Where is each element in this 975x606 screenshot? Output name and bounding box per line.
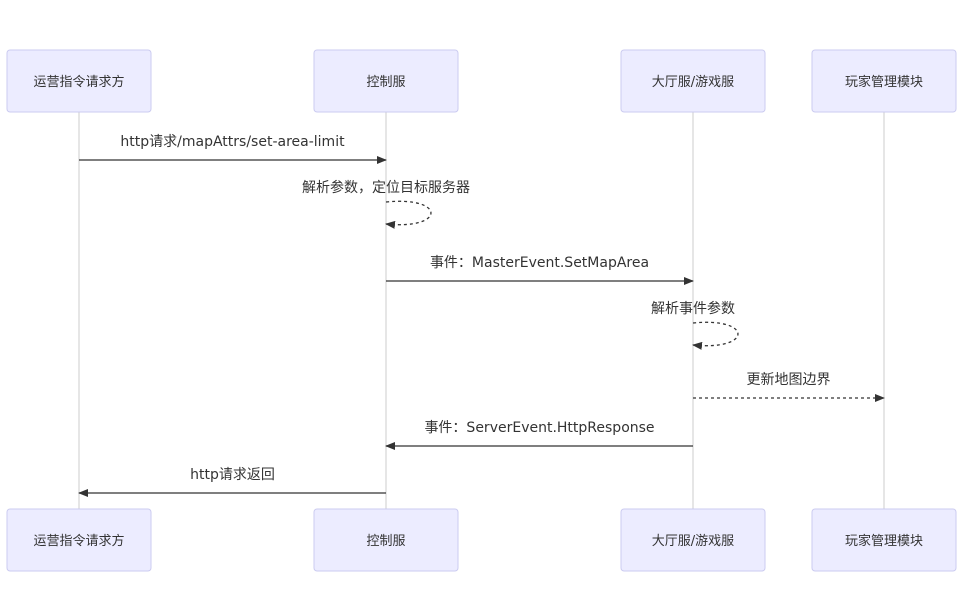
participant-control-bottom: 控制服 [313,508,459,572]
message-label: 解析事件参数 [651,300,735,317]
participant-requester-bottom: 运营指令请求方 [6,508,152,572]
participant-box [811,508,957,572]
message-5: 更新地图边界 [693,372,885,402]
lifelines [78,112,885,509]
self-message-arrow [385,200,432,229]
message-4: 解析事件参数 [651,300,739,350]
message-label: http请求返回 [190,467,275,483]
message-label: 解析参数，定位目标服务器 [302,179,470,196]
participant-box [811,49,957,113]
participant-label: 玩家管理模块 [845,74,923,90]
participant-label: 大厅服/游戏服 [652,534,734,549]
participant-player-bottom: 玩家管理模块 [811,508,957,572]
message-1: http请求/mapAttrs/set-area-limit [79,134,387,164]
participant-box [620,49,766,113]
participant-box [313,508,459,572]
message-label: http请求/mapAttrs/set-area-limit [120,134,345,150]
participant-lobby-bottom: 大厅服/游戏服 [620,508,766,572]
message-7: http请求返回 [78,467,386,497]
participant-requester-top: 运营指令请求方 [6,49,152,113]
participant-box [620,508,766,572]
message-6: 事件：ServerEvent.HttpResponse [385,420,693,450]
participant-label: 大厅服/游戏服 [652,75,734,90]
message-3: 事件：MasterEvent.SetMapArea [386,255,694,285]
message-label: 事件：MasterEvent.SetMapArea [430,255,649,271]
participant-control-top: 控制服 [313,49,459,113]
participant-box [313,49,459,113]
participant-label: 控制服 [366,75,405,90]
participant-label: 运营指令请求方 [33,74,124,90]
participant-label: 玩家管理模块 [845,533,923,549]
participant-player-top: 玩家管理模块 [811,49,957,113]
message-label: 事件：ServerEvent.HttpResponse [424,420,654,436]
participant-box [6,49,152,113]
message-label: 更新地图边界 [747,372,831,388]
participant-box [6,508,152,572]
messages: http请求/mapAttrs/set-area-limit 解析参数，定位目标服… [78,134,885,497]
participant-lobby-top: 大厅服/游戏服 [620,49,766,113]
participants: 运营指令请求方运营指令请求方控制服控制服大厅服/游戏服大厅服/游戏服玩家管理模块… [6,49,957,572]
participant-label: 运营指令请求方 [33,533,124,549]
message-2: 解析参数，定位目标服务器 [302,179,470,229]
self-message-arrow [692,321,739,350]
participant-label: 控制服 [366,534,405,549]
